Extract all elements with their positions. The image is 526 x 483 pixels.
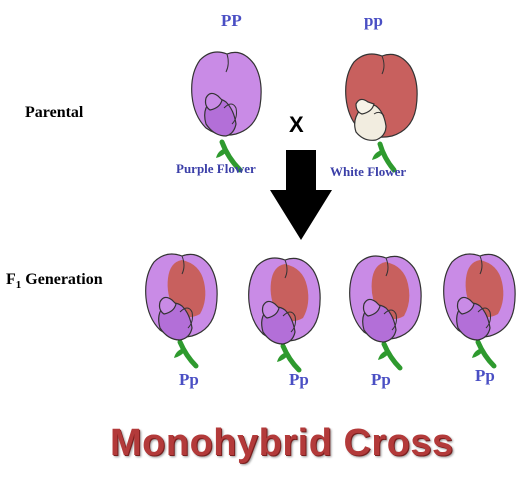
f1-label-rest: Generation xyxy=(21,271,103,288)
f1-genotype: Pp xyxy=(179,370,199,389)
f1-genotype: Pp xyxy=(475,366,495,385)
f1-genotype: Pp xyxy=(371,370,391,389)
diagram-title: Monohybrid Cross xyxy=(110,422,454,464)
parent-left-genotype: PP xyxy=(221,11,242,30)
purple-flower-icon xyxy=(190,50,270,175)
cross-symbol: X xyxy=(289,112,304,137)
purple-flower-caption: Purple Flower xyxy=(176,161,256,176)
f1-genotype: Pp xyxy=(289,370,309,389)
f1-label-subscript: 1 xyxy=(15,279,22,292)
white-flower-icon xyxy=(344,52,424,177)
f1-generation-label: F1 Generation xyxy=(6,271,103,291)
white-flower-caption: White Flower xyxy=(330,164,407,179)
f1-flower-icon xyxy=(444,252,524,372)
down-arrow-icon xyxy=(270,150,332,240)
parent-right-genotype: pp xyxy=(364,11,383,30)
parental-label: Parental xyxy=(25,104,84,121)
f1-flower-icon xyxy=(350,254,430,374)
f1-label-main: F xyxy=(6,271,16,288)
f1-flower-icon xyxy=(146,252,226,372)
f1-flower-icon xyxy=(249,256,329,376)
